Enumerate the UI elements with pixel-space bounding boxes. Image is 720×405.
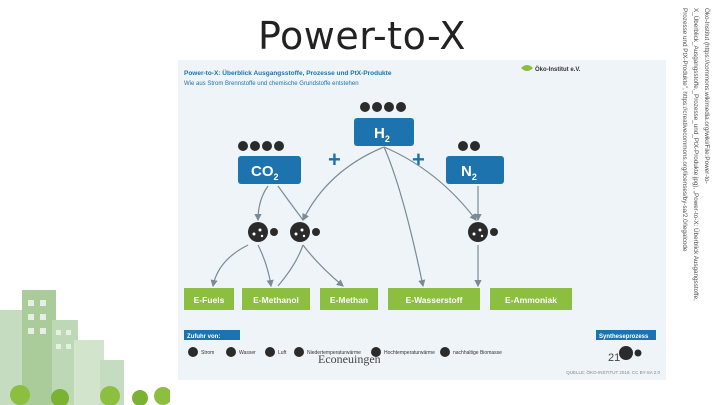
footer-text: Econeuingen bbox=[318, 352, 381, 366]
co2-box bbox=[238, 156, 301, 184]
infographic-subtitle: Wie aus Strom Brennstoffe und chemische … bbox=[184, 81, 359, 87]
strom-icon bbox=[360, 102, 370, 112]
strom-icon bbox=[188, 347, 198, 357]
flask-icon bbox=[468, 222, 488, 242]
synthese-header-box bbox=[596, 330, 656, 340]
city-skyline-illustration bbox=[0, 290, 170, 405]
niedertemperatur-icon bbox=[294, 347, 304, 357]
image-credit: Öko-Institut (https://commons.wikimedia.… bbox=[678, 8, 716, 398]
legend-label: Strom bbox=[201, 350, 214, 356]
plus-sign-left: + bbox=[328, 147, 341, 172]
infographic-background bbox=[178, 60, 666, 380]
legend-label: Luft bbox=[278, 350, 287, 356]
synthesis-flask-1 bbox=[248, 222, 278, 242]
h2-box bbox=[354, 118, 414, 146]
legend-header-box bbox=[184, 330, 240, 340]
oeko-institut-logo: Öko-Institut e.V. bbox=[521, 65, 581, 73]
wasser-icon bbox=[226, 347, 236, 357]
co2-icons bbox=[238, 141, 284, 151]
niedertemperatur-icon bbox=[384, 102, 394, 112]
flask-icon bbox=[290, 222, 310, 242]
product-box bbox=[388, 288, 480, 310]
strom-icon bbox=[312, 228, 320, 236]
luft-icon bbox=[470, 141, 480, 151]
product-box bbox=[320, 288, 378, 310]
product-boxes: E-Fuels E-Methanol E-Methan E-Wasserstof… bbox=[184, 288, 572, 310]
legend-header: Zufuhr von: bbox=[187, 334, 220, 340]
flask-icon bbox=[619, 346, 633, 360]
strom-icon bbox=[490, 228, 498, 236]
biomasse-icon bbox=[440, 347, 450, 357]
synthesis-flask-2 bbox=[290, 222, 320, 242]
n2-box bbox=[446, 156, 504, 184]
luft-icon bbox=[250, 141, 260, 151]
h2-label: H2 bbox=[374, 125, 390, 144]
credit-line: X_Überblick_Ausgangsstoffe,_Prozesse_und… bbox=[692, 8, 699, 301]
product-box bbox=[184, 288, 234, 310]
strom-icon bbox=[634, 349, 642, 357]
page-number: 21 bbox=[608, 352, 621, 364]
co2-label: CO2 bbox=[251, 163, 279, 182]
wasser-icon bbox=[372, 102, 382, 112]
power-to-x-infographic: Power-to-X: Überblick Ausgangsstoffe, Pr… bbox=[178, 60, 666, 380]
logo-text: Öko-Institut e.V. bbox=[535, 66, 581, 73]
strom-icon bbox=[238, 141, 248, 151]
slide-title: Power-to-X bbox=[258, 14, 466, 58]
legend-label: Wasser bbox=[239, 350, 256, 356]
luft-icon bbox=[265, 347, 275, 357]
product-label: E-Methan bbox=[330, 295, 368, 305]
leaf-icon bbox=[521, 65, 533, 71]
flow-arrows bbox=[210, 146, 482, 288]
h2-icons bbox=[360, 102, 406, 112]
credit-line: Öko-Institut (https://commons.wikimedia.… bbox=[703, 8, 710, 184]
legend-label: nachhaltige Biomasse bbox=[453, 350, 502, 356]
legend-label: Niedertemperaturwärme bbox=[307, 350, 361, 356]
strom-icon bbox=[270, 228, 278, 236]
hochtemperatur-icon bbox=[396, 102, 406, 112]
product-label: E-Ammoniak bbox=[505, 295, 557, 305]
niedertemperatur-icon bbox=[262, 141, 272, 151]
product-label: E-Wasserstoff bbox=[406, 295, 463, 305]
synthese-label: Syntheseprozess bbox=[599, 334, 649, 340]
product-label: E-Fuels bbox=[194, 295, 225, 305]
hochtemperatur-icon bbox=[371, 347, 381, 357]
product-box bbox=[242, 288, 310, 310]
synthesis-flask-3 bbox=[468, 222, 498, 242]
product-box bbox=[490, 288, 572, 310]
n2-icons bbox=[458, 141, 480, 151]
product-label: E-Methanol bbox=[253, 295, 299, 305]
plus-sign-right: + bbox=[412, 147, 425, 172]
legend: Zufuhr von: Strom Wasser Luft Niedertemp… bbox=[184, 330, 656, 360]
strom-icon bbox=[458, 141, 468, 151]
legend-label: Hochtemperaturwärme bbox=[384, 350, 435, 356]
infographic-title: Power-to-X: Überblick Ausgangsstoffe, Pr… bbox=[184, 68, 392, 77]
flask-icon bbox=[248, 222, 268, 242]
n2-label: N2 bbox=[461, 163, 477, 182]
credit-line: Prozesse und PtX-Produkte", https://crea… bbox=[681, 8, 688, 252]
source-note: QUELLE: ÖKO-INSTITUT 2019, CC BY-SA 2.0 bbox=[566, 369, 660, 375]
biomasse-icon bbox=[274, 141, 284, 151]
